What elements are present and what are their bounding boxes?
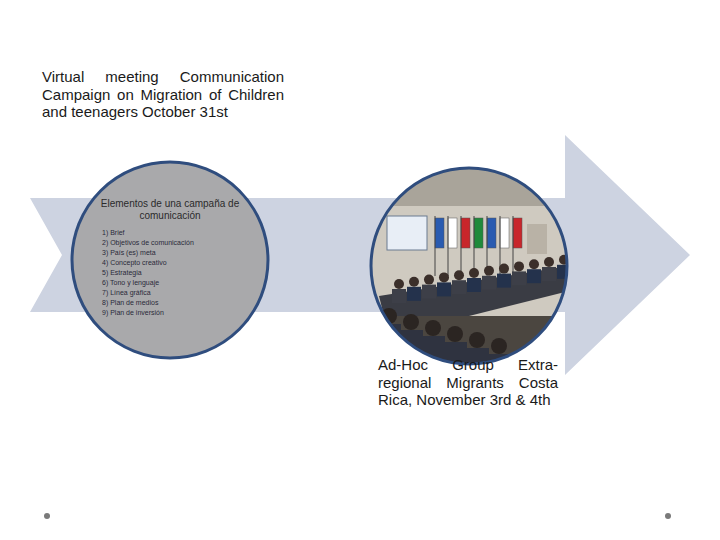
corner-dot: [665, 513, 671, 519]
person-body: [437, 282, 451, 296]
circle-outline: [72, 162, 268, 358]
screenshot-item: 3) País (es) meta: [86, 248, 254, 258]
front-head: [403, 314, 419, 330]
flag: [513, 218, 522, 248]
screenshot-item: 5) Estrategia: [86, 268, 254, 278]
flag-pole: [513, 216, 514, 276]
screenshot-item: 6) Tono y lenguaje: [86, 278, 254, 288]
flag: [487, 218, 496, 248]
person-head: [514, 261, 524, 271]
flag-pole: [474, 216, 475, 276]
circle-shape: [369, 166, 569, 366]
screen: [387, 216, 427, 250]
person-body: [422, 285, 436, 299]
big-arrow: [30, 135, 690, 375]
person-body: [452, 280, 466, 294]
person-head: [394, 279, 404, 289]
circle-shape: [70, 160, 270, 360]
flag: [461, 218, 470, 248]
person-head: [424, 275, 434, 285]
person-head: [544, 257, 554, 267]
flag: [435, 218, 444, 248]
person-body: [407, 287, 421, 301]
front-head: [425, 320, 441, 336]
person-body: [512, 271, 526, 285]
front-head: [469, 332, 485, 348]
screenshot-item: 2) Objetivos de comunicación: [86, 238, 254, 248]
ceiling: [369, 166, 569, 206]
screenshot-item: 7) Línea gráfica: [86, 288, 254, 298]
flag: [448, 218, 457, 248]
screenshot-item: 8) Plan de medios: [86, 298, 254, 308]
caption-text: Ad-Hoc Group Extra-regional Migrants Cos…: [378, 356, 558, 409]
screenshot-title: Elementos de una campaña de comunicación: [86, 198, 254, 222]
flag-pole: [461, 216, 462, 276]
front-head: [447, 326, 463, 342]
flag: [500, 218, 509, 248]
corner-dot: [44, 513, 50, 519]
flag-pole: [448, 216, 449, 276]
person-body: [482, 276, 496, 290]
person-body: [467, 278, 481, 292]
front-head: [491, 338, 507, 354]
flag-pole: [435, 216, 436, 276]
screenshot-item: 1) Brief: [86, 228, 254, 238]
person-head: [499, 264, 509, 274]
person-head: [484, 266, 494, 276]
person-body: [542, 267, 556, 281]
person-body: [527, 269, 541, 283]
screenshot-item: 9) Plan de inversión: [86, 308, 254, 318]
screenshot-item: 4) Concepto creativo: [86, 258, 254, 268]
circle-outline: [371, 168, 567, 364]
person-body: [497, 274, 511, 288]
door: [527, 224, 547, 254]
person-body: [392, 289, 406, 303]
screenshot-text: Elementos de una campaña de comunicación…: [86, 198, 254, 318]
flag: [474, 218, 483, 248]
person-head: [439, 272, 449, 282]
person-head: [529, 259, 539, 269]
circle-node: Ad-Hoc Group Extra-regional Migrants Cos…: [366, 166, 572, 446]
person-head: [409, 277, 419, 287]
person-head: [469, 268, 479, 278]
caption-text: Virtual meeting Communication Campaign o…: [42, 68, 284, 121]
person-head: [454, 270, 464, 280]
meeting-photo: [369, 166, 569, 366]
